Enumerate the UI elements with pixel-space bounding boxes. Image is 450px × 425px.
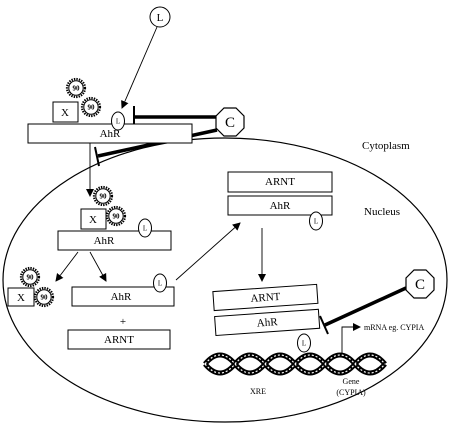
nucleus-label: Nucleus <box>364 206 400 218</box>
transcription-arrow <box>341 323 361 354</box>
dna-bound-dimer: ARNT AhR L <box>212 283 321 353</box>
svg-text:AhR: AhR <box>256 316 278 329</box>
gene-name-label: (CYPIA) <box>336 388 366 397</box>
cytoplasm-label: Cytoplasm <box>362 140 410 152</box>
plus-sign: + <box>120 316 126 328</box>
cytoplasmic-ahr-complex: AhR X 90 90 L <box>27 77 193 144</box>
dissociation-arrow-left <box>55 251 79 282</box>
svg-text:L: L <box>143 225 147 233</box>
ahr-arnt-heterodimer: ARNT AhR L <box>227 171 333 231</box>
free-ahr-ligand: AhR L <box>71 273 175 307</box>
inhibit-transcription-bar <box>324 286 407 327</box>
svg-text:C: C <box>415 277 425 293</box>
svg-text:90: 90 <box>100 193 108 201</box>
inhibit-transcription-tee <box>319 315 329 335</box>
ahr-box-cytoplasm <box>27 123 193 144</box>
arnt-box-free <box>67 329 171 350</box>
svg-text:L: L <box>314 218 318 226</box>
nuclear-ahr-complex: AhR X 90 90 L <box>57 185 172 251</box>
svg-text:90: 90 <box>41 294 49 302</box>
svg-text:L: L <box>158 280 162 288</box>
inhibitor-bottom-icon: C <box>405 269 435 299</box>
x-protein-box-nucleus <box>80 208 107 230</box>
nucleus-membrane <box>2 137 448 423</box>
svg-text:L: L <box>302 340 306 348</box>
svg-text:L: L <box>116 118 120 126</box>
svg-text:AhR: AhR <box>100 128 121 140</box>
ligand-top-icon: L <box>149 6 171 28</box>
inhibitor-top-icon: C <box>215 107 245 137</box>
svg-text:90: 90 <box>88 104 96 112</box>
svg-text:C: C <box>225 115 235 131</box>
xre-label: XRE <box>250 387 266 396</box>
released-chaperone-complex: X 90 90 <box>7 266 55 308</box>
gene-label: Gene <box>343 377 360 386</box>
arnt-box-dimer <box>227 171 333 193</box>
ahr-box-bound <box>214 308 321 337</box>
svg-text:ARNT: ARNT <box>265 176 295 188</box>
svg-text:X: X <box>17 292 25 304</box>
svg-text:90: 90 <box>27 274 35 282</box>
svg-text:AhR: AhR <box>270 200 291 212</box>
ahr-box-nucleus <box>57 230 172 251</box>
mrna-label: mRNA eg. CYPIA <box>364 323 424 332</box>
svg-text:L: L <box>157 12 164 24</box>
dimerization-arrow <box>175 222 241 281</box>
svg-text:X: X <box>89 214 97 226</box>
dissociation-arrow-right <box>89 251 107 282</box>
arnt-box-bound <box>212 283 319 312</box>
ahr-box-free <box>71 286 175 307</box>
svg-text:AhR: AhR <box>111 291 132 303</box>
ligand-entry-arrow <box>121 26 158 109</box>
svg-text:90: 90 <box>113 213 121 221</box>
svg-text:AhR: AhR <box>94 235 115 247</box>
svg-text:X: X <box>61 107 69 119</box>
arnt-free: ARNT <box>67 329 171 350</box>
inhibit-translocation-tee <box>94 146 100 167</box>
x-protein-box-cytoplasm <box>52 101 79 123</box>
svg-text:ARNT: ARNT <box>104 334 134 346</box>
ahr-box-dimer <box>227 195 333 216</box>
svg-text:ARNT: ARNT <box>250 291 281 305</box>
dna-helix <box>203 352 387 376</box>
svg-text:90: 90 <box>73 85 81 93</box>
